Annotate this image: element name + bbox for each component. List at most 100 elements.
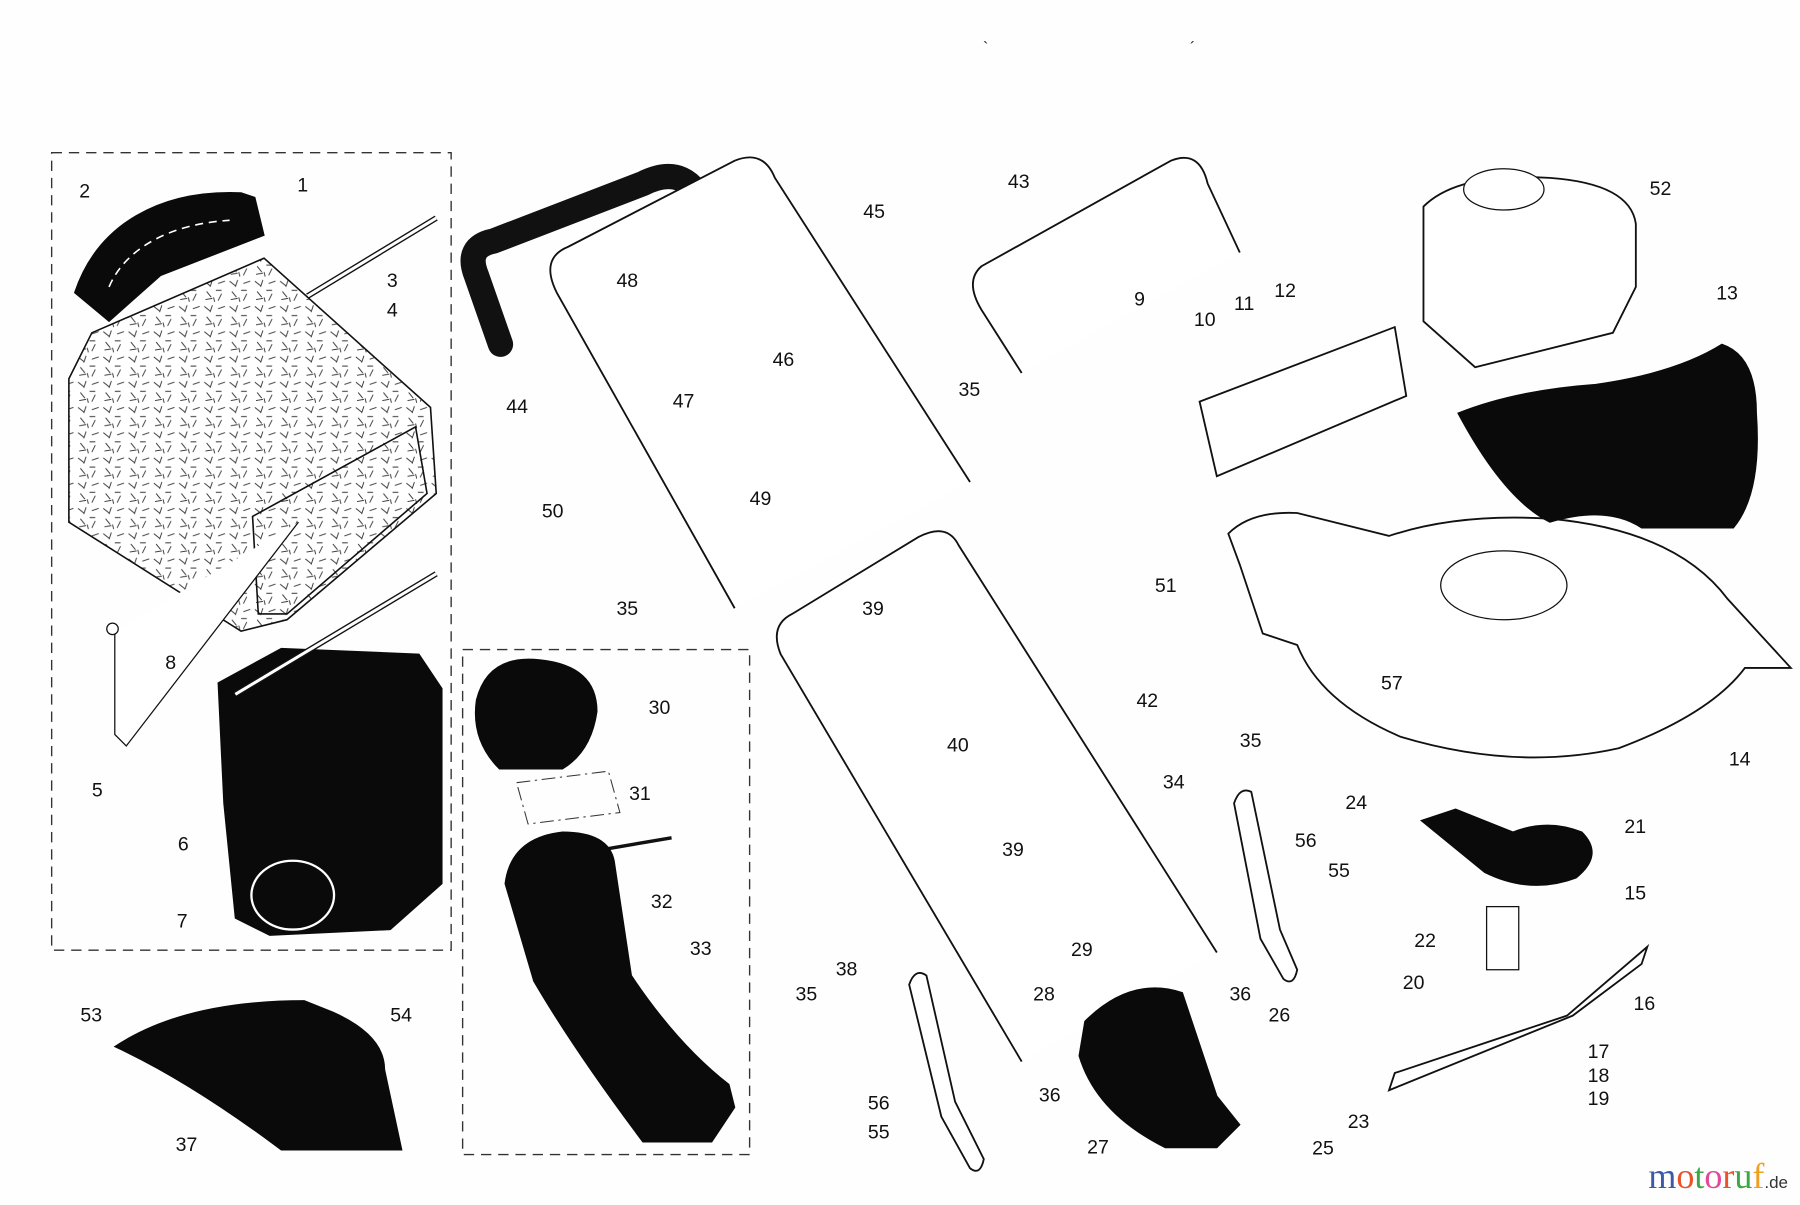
callout-label: 14 — [1729, 748, 1751, 770]
watermark-letter: m — [1648, 1156, 1677, 1196]
callout-label: 1 — [297, 175, 308, 197]
callout-label: 33 — [690, 938, 712, 960]
callout-label: 50 — [542, 501, 564, 523]
part-12-rear-flap[interactable] — [1198, 325, 1408, 478]
part-7-bag-cover[interactable] — [217, 647, 443, 936]
title-mark-right: ´ — [1190, 40, 1196, 57]
callout-label: 56 — [868, 1093, 890, 1115]
callout-label: 16 — [1634, 993, 1656, 1015]
callout-label: 54 — [390, 1004, 412, 1026]
part-4-grass-bag[interactable] — [68, 257, 438, 633]
callout-label: 2 — [79, 180, 90, 202]
callout-label: 39 — [862, 598, 884, 620]
callout-label: 48 — [616, 270, 638, 292]
callout-label: 12 — [1274, 280, 1296, 302]
callout-label: 46 — [773, 349, 795, 371]
callout-label: 35 — [616, 598, 638, 620]
callout-label: 44 — [506, 396, 528, 418]
callout-label: 49 — [750, 488, 772, 510]
callout-label: 53 — [80, 1004, 102, 1026]
grass-bag-assembly-box — [50, 151, 452, 951]
callout-label: 8 — [165, 652, 176, 674]
callout-label: 26 — [1268, 1004, 1290, 1026]
callout-label: 10 — [1194, 309, 1216, 331]
part-42-lower-handle[interactable] — [775, 530, 1218, 1063]
part-43-bail[interactable] — [971, 156, 1241, 374]
part-37-mulch-plug[interactable] — [113, 1000, 403, 1151]
callout-label: 11 — [1234, 293, 1254, 315]
callout-label: 34 — [1163, 771, 1185, 793]
callout-label: 25 — [1312, 1138, 1334, 1160]
callout-label: 37 — [176, 1134, 198, 1156]
callout-label: 20 — [1403, 972, 1425, 994]
mulch-kit-box — [461, 648, 751, 1156]
callout-label: 28 — [1033, 984, 1055, 1006]
part-31-spring[interactable] — [515, 770, 621, 825]
motoruf-watermark-logo: motoruf.de — [1648, 1155, 1788, 1197]
callout-label: 52 — [1650, 178, 1672, 200]
callout-label: 9 — [1134, 288, 1145, 310]
callout-label: 23 — [1348, 1111, 1370, 1133]
part-16-blade[interactable] — [1387, 943, 1650, 1092]
title-mark-left: ` — [983, 40, 989, 57]
callout-label: 40 — [947, 735, 969, 757]
part-45-upper-handle[interactable] — [549, 156, 971, 609]
callout-label: 32 — [651, 891, 673, 913]
callout-label: 57 — [1381, 673, 1403, 695]
part-38-bracket[interactable] — [908, 972, 985, 1172]
watermark-letter: u — [1734, 1156, 1753, 1196]
watermark-letter: r — [1722, 1156, 1735, 1196]
part-51-mower-deck[interactable] — [1227, 511, 1793, 759]
part-20-adapter[interactable] — [1485, 905, 1520, 971]
callout-label: 13 — [1716, 283, 1738, 305]
callout-label: 36 — [1039, 1085, 1061, 1107]
callout-label: 7 — [177, 910, 188, 932]
callout-label: 18 — [1588, 1065, 1610, 1087]
part-8-rod[interactable] — [233, 571, 438, 697]
part-30-discharge-door[interactable] — [474, 658, 598, 770]
callout-label: 4 — [387, 300, 398, 322]
callout-label: 35 — [959, 379, 981, 401]
callout-label: 43 — [1008, 171, 1030, 193]
callout-label: 55 — [868, 1121, 890, 1143]
callout-label: 19 — [1588, 1088, 1610, 1110]
callout-label: 55 — [1328, 860, 1350, 882]
callout-label: 42 — [1136, 690, 1158, 712]
watermark-letter: f — [1752, 1156, 1765, 1196]
part-13-deflector[interactable] — [1457, 343, 1758, 529]
callout-label: 5 — [92, 779, 103, 801]
callout-label: 39 — [1002, 839, 1024, 861]
part-21-blade-adapter-plate[interactable] — [1420, 808, 1593, 886]
watermark-letter: t — [1694, 1156, 1705, 1196]
callout-label: 22 — [1414, 930, 1436, 952]
callout-label: 47 — [673, 390, 695, 412]
callout-label: 30 — [649, 697, 671, 719]
callout-label: 38 — [836, 958, 858, 980]
part-3-rod[interactable] — [306, 215, 438, 299]
callout-label: 21 — [1624, 816, 1646, 838]
watermark-letter: o — [1676, 1156, 1695, 1196]
callout-label: 27 — [1087, 1136, 1109, 1158]
part-33-mulch-chute[interactable] — [504, 831, 736, 1143]
callout-label: 45 — [863, 201, 885, 223]
callout-label: 15 — [1624, 883, 1646, 905]
callout-label: 3 — [387, 270, 398, 292]
callout-label: 17 — [1588, 1041, 1610, 1063]
callout-label: 29 — [1071, 939, 1093, 961]
callout-label: 35 — [796, 984, 818, 1006]
callout-label: 31 — [629, 783, 651, 805]
callout-label: 51 — [1155, 575, 1177, 597]
part-5-bag-frame-wire[interactable] — [106, 521, 299, 747]
part-27-28-rear-flap[interactable] — [1078, 987, 1241, 1149]
callout-label: 35 — [1240, 730, 1262, 752]
watermark-letter: o — [1704, 1156, 1723, 1196]
part-34-bracket[interactable] — [1233, 789, 1299, 983]
callout-label: 24 — [1345, 792, 1367, 814]
part-1-bag-handle-cover[interactable] — [73, 192, 265, 323]
callout-label: 6 — [178, 833, 189, 855]
callout-label: 56 — [1295, 830, 1317, 852]
part-52-engine[interactable] — [1422, 168, 1637, 369]
callout-label: 36 — [1229, 984, 1251, 1006]
